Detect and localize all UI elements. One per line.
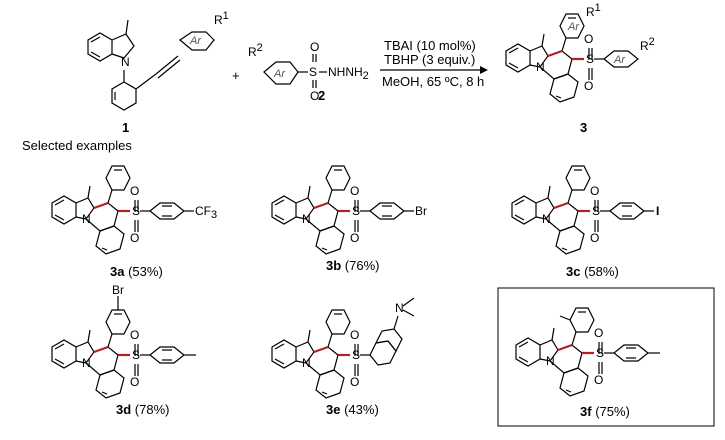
- svg-text:N: N: [82, 212, 91, 226]
- svg-text:O: O: [584, 32, 593, 46]
- starting-material-1: N Ar R1 1: [87, 10, 229, 135]
- example-3e: N S O O N: [270, 297, 415, 400]
- label-3e: 3e (43%): [326, 402, 379, 417]
- svg-text:O: O: [130, 328, 139, 342]
- highlight-box-3f: [497, 287, 715, 427]
- svg-text:O: O: [130, 375, 139, 389]
- example-3d: N Br S O O: [50, 283, 196, 400]
- svg-text:S: S: [586, 52, 594, 66]
- svg-text:N: N: [302, 356, 311, 370]
- svg-text:S: S: [132, 204, 140, 218]
- svg-text:CF3: CF3: [195, 204, 217, 221]
- svg-text:O: O: [310, 89, 319, 103]
- selected-examples-label: Selected examples: [22, 138, 132, 153]
- svg-text:O: O: [350, 375, 359, 389]
- reagent-tbai: TBAI (10 mol%): [384, 38, 476, 53]
- svg-text:R1: R1: [214, 10, 229, 27]
- label-3a: 3a (53%): [110, 264, 163, 279]
- svg-text:R2: R2: [640, 36, 655, 53]
- label-3d: 3d (78%): [116, 402, 169, 417]
- svg-text:O: O: [590, 184, 599, 198]
- svg-text:S: S: [592, 204, 600, 218]
- example-3f: N S O O: [514, 306, 660, 398]
- conditions: MeOH, 65 ºC, 8 h: [382, 74, 484, 89]
- svg-text:O: O: [130, 231, 139, 245]
- reagent-tbhp: TBHP (3 equiv.): [384, 52, 475, 67]
- svg-text:O: O: [584, 79, 593, 93]
- svg-text:O: O: [350, 184, 359, 198]
- svg-text:N: N: [302, 212, 311, 226]
- svg-text:NHNH2: NHNH2: [328, 65, 369, 82]
- example-3b: N S O O Br: [270, 164, 427, 256]
- plus-sign: +: [232, 68, 240, 83]
- svg-text:N: N: [542, 212, 551, 226]
- svg-text:O: O: [594, 326, 603, 340]
- product-3: N Ar R1 S O O Ar R2: [504, 2, 655, 104]
- svg-text:Br: Br: [112, 283, 124, 297]
- svg-text:N: N: [536, 60, 545, 74]
- svg-text:N: N: [546, 354, 555, 368]
- svg-text:I: I: [656, 204, 659, 218]
- svg-text:Ar: Ar: [613, 54, 626, 66]
- reaction-arrow: TBAI (10 mol%) TBHP (3 equiv.) MeOH, 65 …: [380, 38, 488, 89]
- svg-text:N: N: [82, 356, 91, 370]
- label-3c: 3c (58%): [566, 264, 619, 279]
- compound-2-label: 2: [318, 88, 325, 103]
- svg-text:O: O: [130, 184, 139, 198]
- svg-text:Ar: Ar: [273, 68, 286, 80]
- svg-text:O: O: [594, 373, 603, 387]
- svg-text:Br: Br: [415, 204, 427, 218]
- svg-text:R2: R2: [248, 42, 263, 59]
- svg-text:S: S: [352, 348, 360, 362]
- svg-text:O: O: [310, 40, 319, 54]
- example-3a: N S O O CF3: [50, 164, 217, 256]
- svg-text:O: O: [350, 328, 359, 342]
- svg-text:S: S: [352, 204, 360, 218]
- compound-3-label: 3: [580, 120, 587, 135]
- svg-text:Ar: Ar: [189, 35, 202, 47]
- sulfonyl-hydrazide-2: Ar R2 S O O NHNH2 2: [248, 40, 369, 103]
- svg-text:R1: R1: [586, 2, 601, 19]
- svg-text:Ar: Ar: [567, 21, 580, 33]
- svg-text:N: N: [395, 301, 404, 315]
- svg-text:O: O: [350, 231, 359, 245]
- svg-text:S: S: [132, 348, 140, 362]
- svg-text:S: S: [596, 346, 604, 360]
- svg-text:O: O: [590, 231, 599, 245]
- label-3b: 3b (76%): [326, 258, 379, 273]
- compound-1-label: 1: [122, 120, 129, 135]
- svg-text:S: S: [309, 65, 317, 79]
- atom-n: N: [121, 55, 130, 69]
- label-3f: 3f (75%): [580, 404, 630, 419]
- example-3c: N S O O I: [510, 164, 659, 256]
